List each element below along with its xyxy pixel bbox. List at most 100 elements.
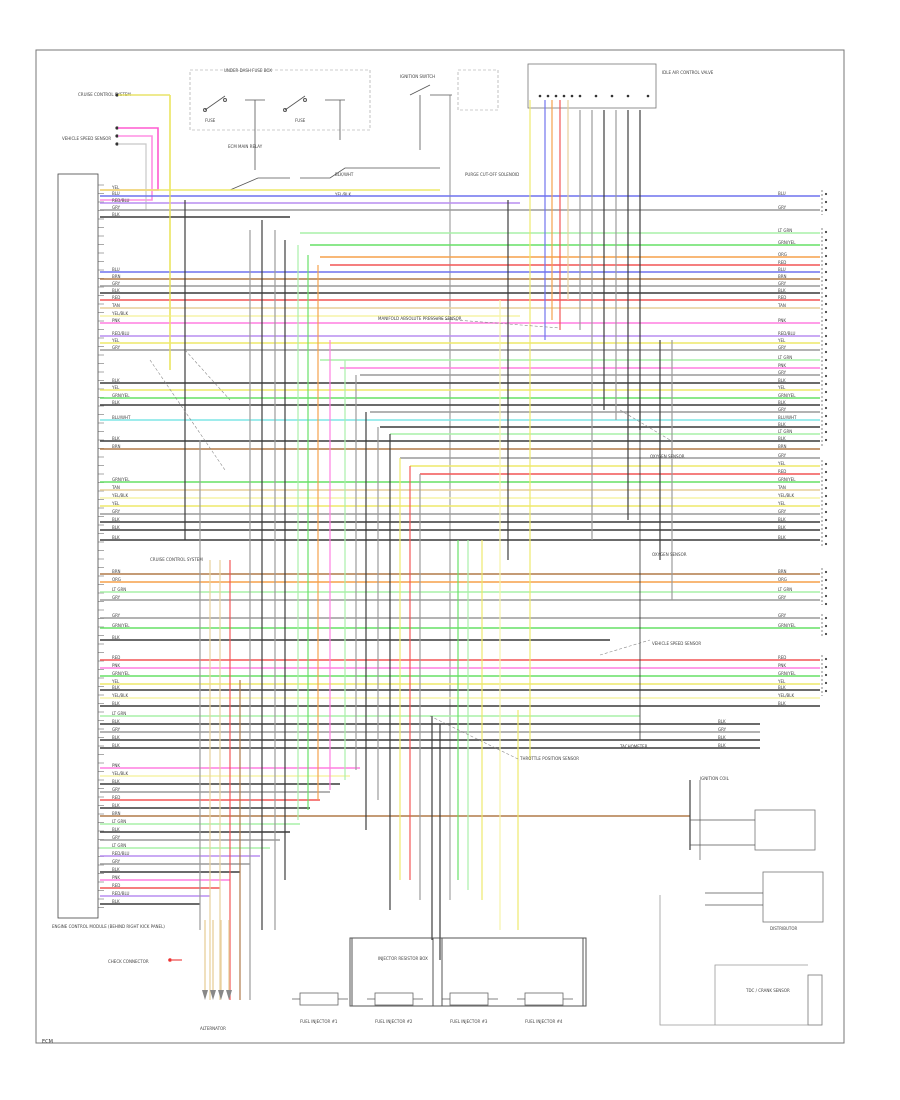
svg-text:LT GRN: LT GRN	[112, 711, 126, 716]
svg-text:GRN/YEL: GRN/YEL	[778, 477, 796, 482]
svg-text:BLK: BLK	[112, 525, 120, 530]
vss-label: VEHICLE SPEED SENSOR	[652, 641, 701, 646]
svg-text:BLK: BLK	[112, 288, 120, 293]
svg-text:GRY: GRY	[112, 859, 121, 864]
svg-text:BLK: BLK	[778, 400, 786, 405]
svg-text:BLU: BLU	[112, 191, 120, 196]
ecm-connector: ENGINE CONTROL MODULE (BEHIND RIGHT KICK…	[52, 173, 165, 929]
svg-text:BRN: BRN	[778, 274, 787, 279]
svg-text:BLK: BLK	[778, 288, 786, 293]
svg-text:LT GRN: LT GRN	[778, 587, 792, 592]
svg-text:RED: RED	[112, 655, 120, 660]
ground-connector: ALTERNATOR	[200, 920, 232, 1031]
relay-wire-label-1: BLK/WHT	[335, 172, 354, 177]
svg-text:BLK: BLK	[112, 735, 120, 740]
svg-text:RED/BLU: RED/BLU	[112, 851, 130, 856]
check-connector: CHECK CONNECTOR	[108, 958, 182, 964]
svg-text:GRY: GRY	[112, 727, 121, 732]
svg-text:BLK: BLK	[112, 400, 120, 405]
svg-text:ORG: ORG	[778, 577, 787, 582]
svg-text:YEL: YEL	[777, 679, 786, 684]
svg-text:GRY: GRY	[112, 595, 121, 600]
tach-ground: TACHOMETER	[619, 400, 648, 749]
svg-text:YEL: YEL	[111, 679, 120, 684]
cruise-label: CRUISE CONTROL SYSTEM	[78, 92, 131, 97]
svg-text:BLK: BLK	[718, 735, 726, 740]
svg-text:BRN: BRN	[778, 444, 787, 449]
svg-text:LT GRN: LT GRN	[112, 843, 126, 848]
svg-text:RED: RED	[778, 295, 786, 300]
svg-text:YEL: YEL	[111, 501, 120, 506]
check-connector-label: CHECK CONNECTOR	[108, 959, 149, 964]
svg-text:YEL/BLK: YEL/BLK	[777, 693, 795, 698]
svg-text:PNK: PNK	[778, 663, 786, 668]
svg-text:RED: RED	[778, 655, 786, 660]
svg-text:BLK: BLK	[112, 803, 120, 808]
svg-text:RED/BLU: RED/BLU	[778, 331, 796, 336]
svg-text:ORG: ORG	[778, 252, 787, 257]
distributor: DISTRIBUTOR	[705, 871, 824, 931]
svg-text:BLU: BLU	[778, 267, 786, 272]
svg-text:YEL/BLK: YEL/BLK	[111, 311, 129, 316]
svg-text:BLU: BLU	[778, 191, 786, 196]
svg-text:YEL: YEL	[111, 338, 120, 343]
svg-text:PNK: PNK	[112, 875, 120, 880]
svg-text:BLK: BLK	[112, 827, 120, 832]
svg-text:GRN/YEL: GRN/YEL	[778, 240, 796, 245]
tdc-sensor: TDC / CRANK SENSOR	[659, 895, 823, 1026]
svg-text:GRN/YEL: GRN/YEL	[778, 671, 796, 676]
alternator-label: ALTERNATOR	[200, 1026, 226, 1031]
svg-text:BLK: BLK	[778, 685, 786, 690]
svg-text:BLK: BLK	[112, 212, 120, 217]
svg-text:BLK: BLK	[778, 535, 786, 540]
fuse-box-label: UNDER-DASH FUSE BOX	[224, 68, 272, 73]
fuse-box-switches: UNDER-DASH FUSE BOX FUSE FUSE	[189, 68, 371, 170]
svg-text:PNK: PNK	[778, 318, 786, 323]
svg-text:BRN: BRN	[112, 811, 121, 816]
svg-text:RED/BLU: RED/BLU	[112, 331, 130, 336]
o2-label: OXYGEN SENSOR	[650, 454, 685, 459]
svg-text:GRY: GRY	[778, 205, 787, 210]
svg-text:BLK: BLK	[112, 743, 120, 748]
svg-text:FUSE: FUSE	[205, 118, 216, 123]
ignition-switch: IGNITION SWITCH	[400, 69, 499, 900]
distributor-label: DISTRIBUTOR	[770, 926, 797, 931]
svg-text:GRY: GRY	[112, 345, 121, 350]
idle-control-label: IDLE AIR CONTROL VALVE	[662, 70, 714, 75]
svg-text:TAN: TAN	[777, 485, 786, 490]
top-right-connector: IDLE AIR CONTROL VALVE	[527, 63, 714, 109]
svg-text:BLK: BLK	[112, 436, 120, 441]
svg-text:GRN/YEL: GRN/YEL	[112, 393, 130, 398]
svg-text:YEL: YEL	[777, 461, 786, 466]
svg-text:LT GRN: LT GRN	[778, 429, 792, 434]
cruise-label-2: CRUISE CONTROL SYSTEM	[150, 557, 203, 562]
svg-text:PNK: PNK	[778, 363, 786, 368]
svg-text:GRY: GRY	[112, 835, 121, 840]
svg-text:FUEL INJECTOR #2: FUEL INJECTOR #2	[375, 1019, 413, 1024]
svg-text:BLK: BLK	[112, 685, 120, 690]
svg-text:GRN/YEL: GRN/YEL	[112, 477, 130, 482]
svg-text:YEL: YEL	[777, 338, 786, 343]
svg-text:FUEL INJECTOR #1: FUEL INJECTOR #1	[300, 1019, 338, 1024]
svg-text:GRY: GRY	[778, 407, 787, 412]
relay-label: ECM MAIN RELAY	[228, 144, 263, 149]
ign-switch-label: IGNITION SWITCH	[400, 74, 435, 79]
ignition-coil-label: IGNITION COIL	[700, 776, 730, 781]
tdc-sensor-label: TDC / CRANK SENSOR	[745, 988, 790, 993]
diagram-frame	[35, 49, 845, 1044]
svg-text:FUSE: FUSE	[295, 118, 306, 123]
svg-text:BRN: BRN	[112, 444, 121, 449]
svg-text:BLU: BLU	[112, 267, 120, 272]
svg-text:GRY: GRY	[112, 281, 121, 286]
svg-text:RED: RED	[112, 295, 120, 300]
throttle-label: THROTTLE POSITION SENSOR	[519, 756, 579, 761]
svg-text:RED: RED	[778, 469, 786, 474]
svg-text:BLK: BLK	[778, 378, 786, 383]
svg-text:GRY: GRY	[778, 370, 787, 375]
svg-text:GRY: GRY	[718, 727, 727, 732]
speed-sensor-label: VEHICLE SPEED SENSOR	[62, 136, 111, 141]
svg-text:BLK: BLK	[718, 743, 726, 748]
svg-text:RED/BLU: RED/BLU	[112, 891, 130, 896]
svg-text:BLK: BLK	[778, 436, 786, 441]
cruise-control-feed: CRUISE CONTROL SYSTEM	[78, 92, 171, 370]
